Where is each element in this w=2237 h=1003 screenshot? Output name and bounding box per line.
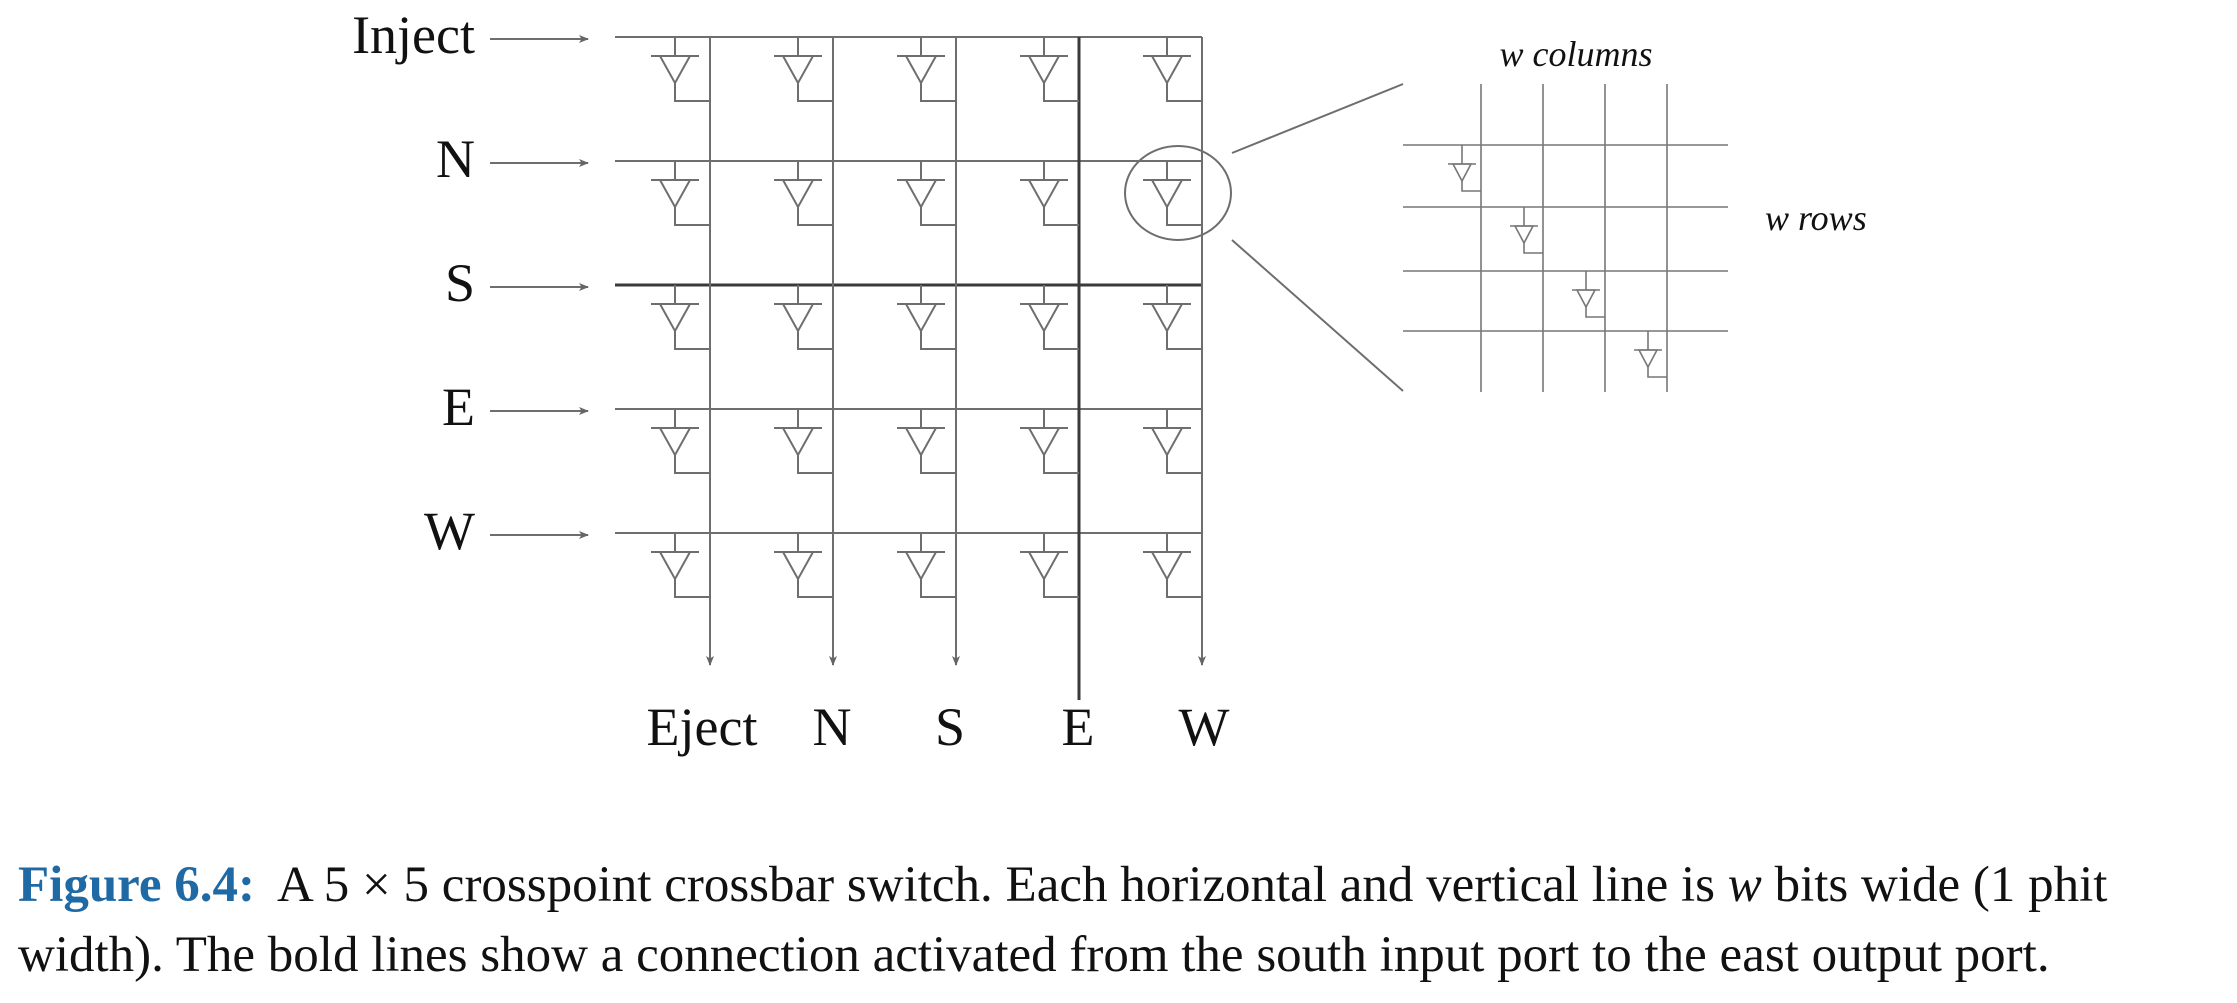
caption-text-1: A 5 × 5 crosspoint crossbar switch. Each…: [277, 857, 1716, 913]
zoom-line-bottom: [1231, 239, 1404, 392]
caption-text-2: bits wide (1 phit width). The bold lines…: [18, 857, 2108, 983]
input-label-inject: Inject: [352, 5, 475, 65]
crosspoint-switch-icon: [897, 409, 956, 474]
crosspoint-switch-icon: [651, 409, 710, 474]
figure-label: Figure 6.4:: [18, 857, 256, 913]
output-label-eject: Eject: [647, 697, 758, 757]
crosspoint-switch-icon: [774, 409, 833, 474]
crosspoint-switch-icon: [651, 533, 710, 598]
crosspoint-switch-icon: [1143, 161, 1202, 226]
crosspoint-switch-icon: [1020, 37, 1079, 102]
crosspoint-switch-icon: [1020, 409, 1079, 474]
inset-switch-icon: [1448, 145, 1481, 192]
inset-rows-label: w rows: [1765, 198, 1867, 238]
input-label-e: E: [442, 377, 475, 437]
crosspoint-switch-icon: [774, 37, 833, 102]
input-label-s: S: [445, 253, 475, 313]
crosspoint-switch-icon: [1143, 37, 1202, 102]
crosspoint-switch-icon: [897, 285, 956, 350]
figure-caption: Figure 6.4: A 5 × 5 crosspoint crossbar s…: [18, 850, 2228, 990]
crosspoint-switch-icon: [897, 37, 956, 102]
crosspoint-switch-icon: [897, 533, 956, 598]
crosspoint-switch-icon: [651, 161, 710, 226]
crosspoint-switch-icon: [774, 161, 833, 226]
crosspoint-switch-icon: [1020, 533, 1079, 598]
input-label-n: N: [436, 129, 475, 189]
crosspoint-switch-icon: [651, 285, 710, 350]
output-label-n: N: [813, 697, 852, 757]
inset-switch-icon: [1572, 271, 1605, 318]
output-label-s: S: [935, 697, 965, 757]
crosspoint-switch-icon: [1020, 161, 1079, 226]
input-label-w: W: [424, 501, 475, 561]
crosspoint-switch-icon: [651, 37, 710, 102]
crosspoint-switch-icon: [774, 285, 833, 350]
inset-switch-icon: [1634, 331, 1667, 378]
crosspoint-switch-icon: [1143, 409, 1202, 474]
magnifier-circle: [1124, 145, 1232, 241]
crosspoint-switch-icon: [774, 533, 833, 598]
crosspoint-switch-icon: [897, 161, 956, 226]
output-label-w: W: [1179, 697, 1230, 757]
inset-switch-icon: [1510, 207, 1543, 254]
zoom-line-top: [1231, 83, 1404, 154]
output-label-e: E: [1062, 697, 1095, 757]
inset-columns-label: w columns: [1500, 34, 1653, 74]
crosspoint-switch-icon: [1143, 285, 1202, 350]
caption-variable: w: [1727, 857, 1762, 913]
crosspoint-switch-icon: [1143, 533, 1202, 598]
crosspoint-switch-icon: [1020, 285, 1079, 350]
